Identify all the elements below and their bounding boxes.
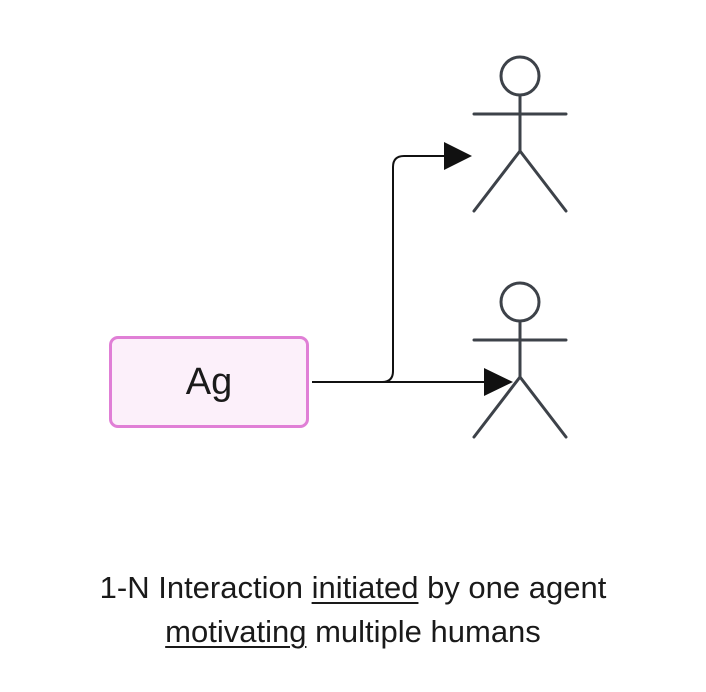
caption-line-2: motivating multiple humans bbox=[0, 610, 706, 654]
arrowhead-human-2 bbox=[484, 368, 513, 396]
caption-emph-initiated: initiated bbox=[311, 570, 419, 605]
caption-line-1: 1-N Interaction initiated by one agent bbox=[0, 566, 706, 610]
caption-line1-suffix: by one agent bbox=[418, 570, 607, 605]
stick-figure-icon bbox=[472, 55, 568, 213]
arrowhead-human-1 bbox=[444, 142, 472, 170]
connector-agent-to-human-1 bbox=[312, 155, 446, 383]
diagram-caption: 1-N Interaction initiated by one agent m… bbox=[0, 566, 706, 654]
caption-emph-motivating: motivating bbox=[165, 614, 307, 649]
caption-line1-prefix: 1-N Interaction bbox=[99, 570, 312, 605]
caption-line2-suffix: multiple humans bbox=[306, 614, 541, 649]
stick-figure-icon bbox=[472, 281, 568, 439]
agent-label: Ag bbox=[185, 360, 233, 403]
agent-node: Ag bbox=[109, 336, 309, 428]
